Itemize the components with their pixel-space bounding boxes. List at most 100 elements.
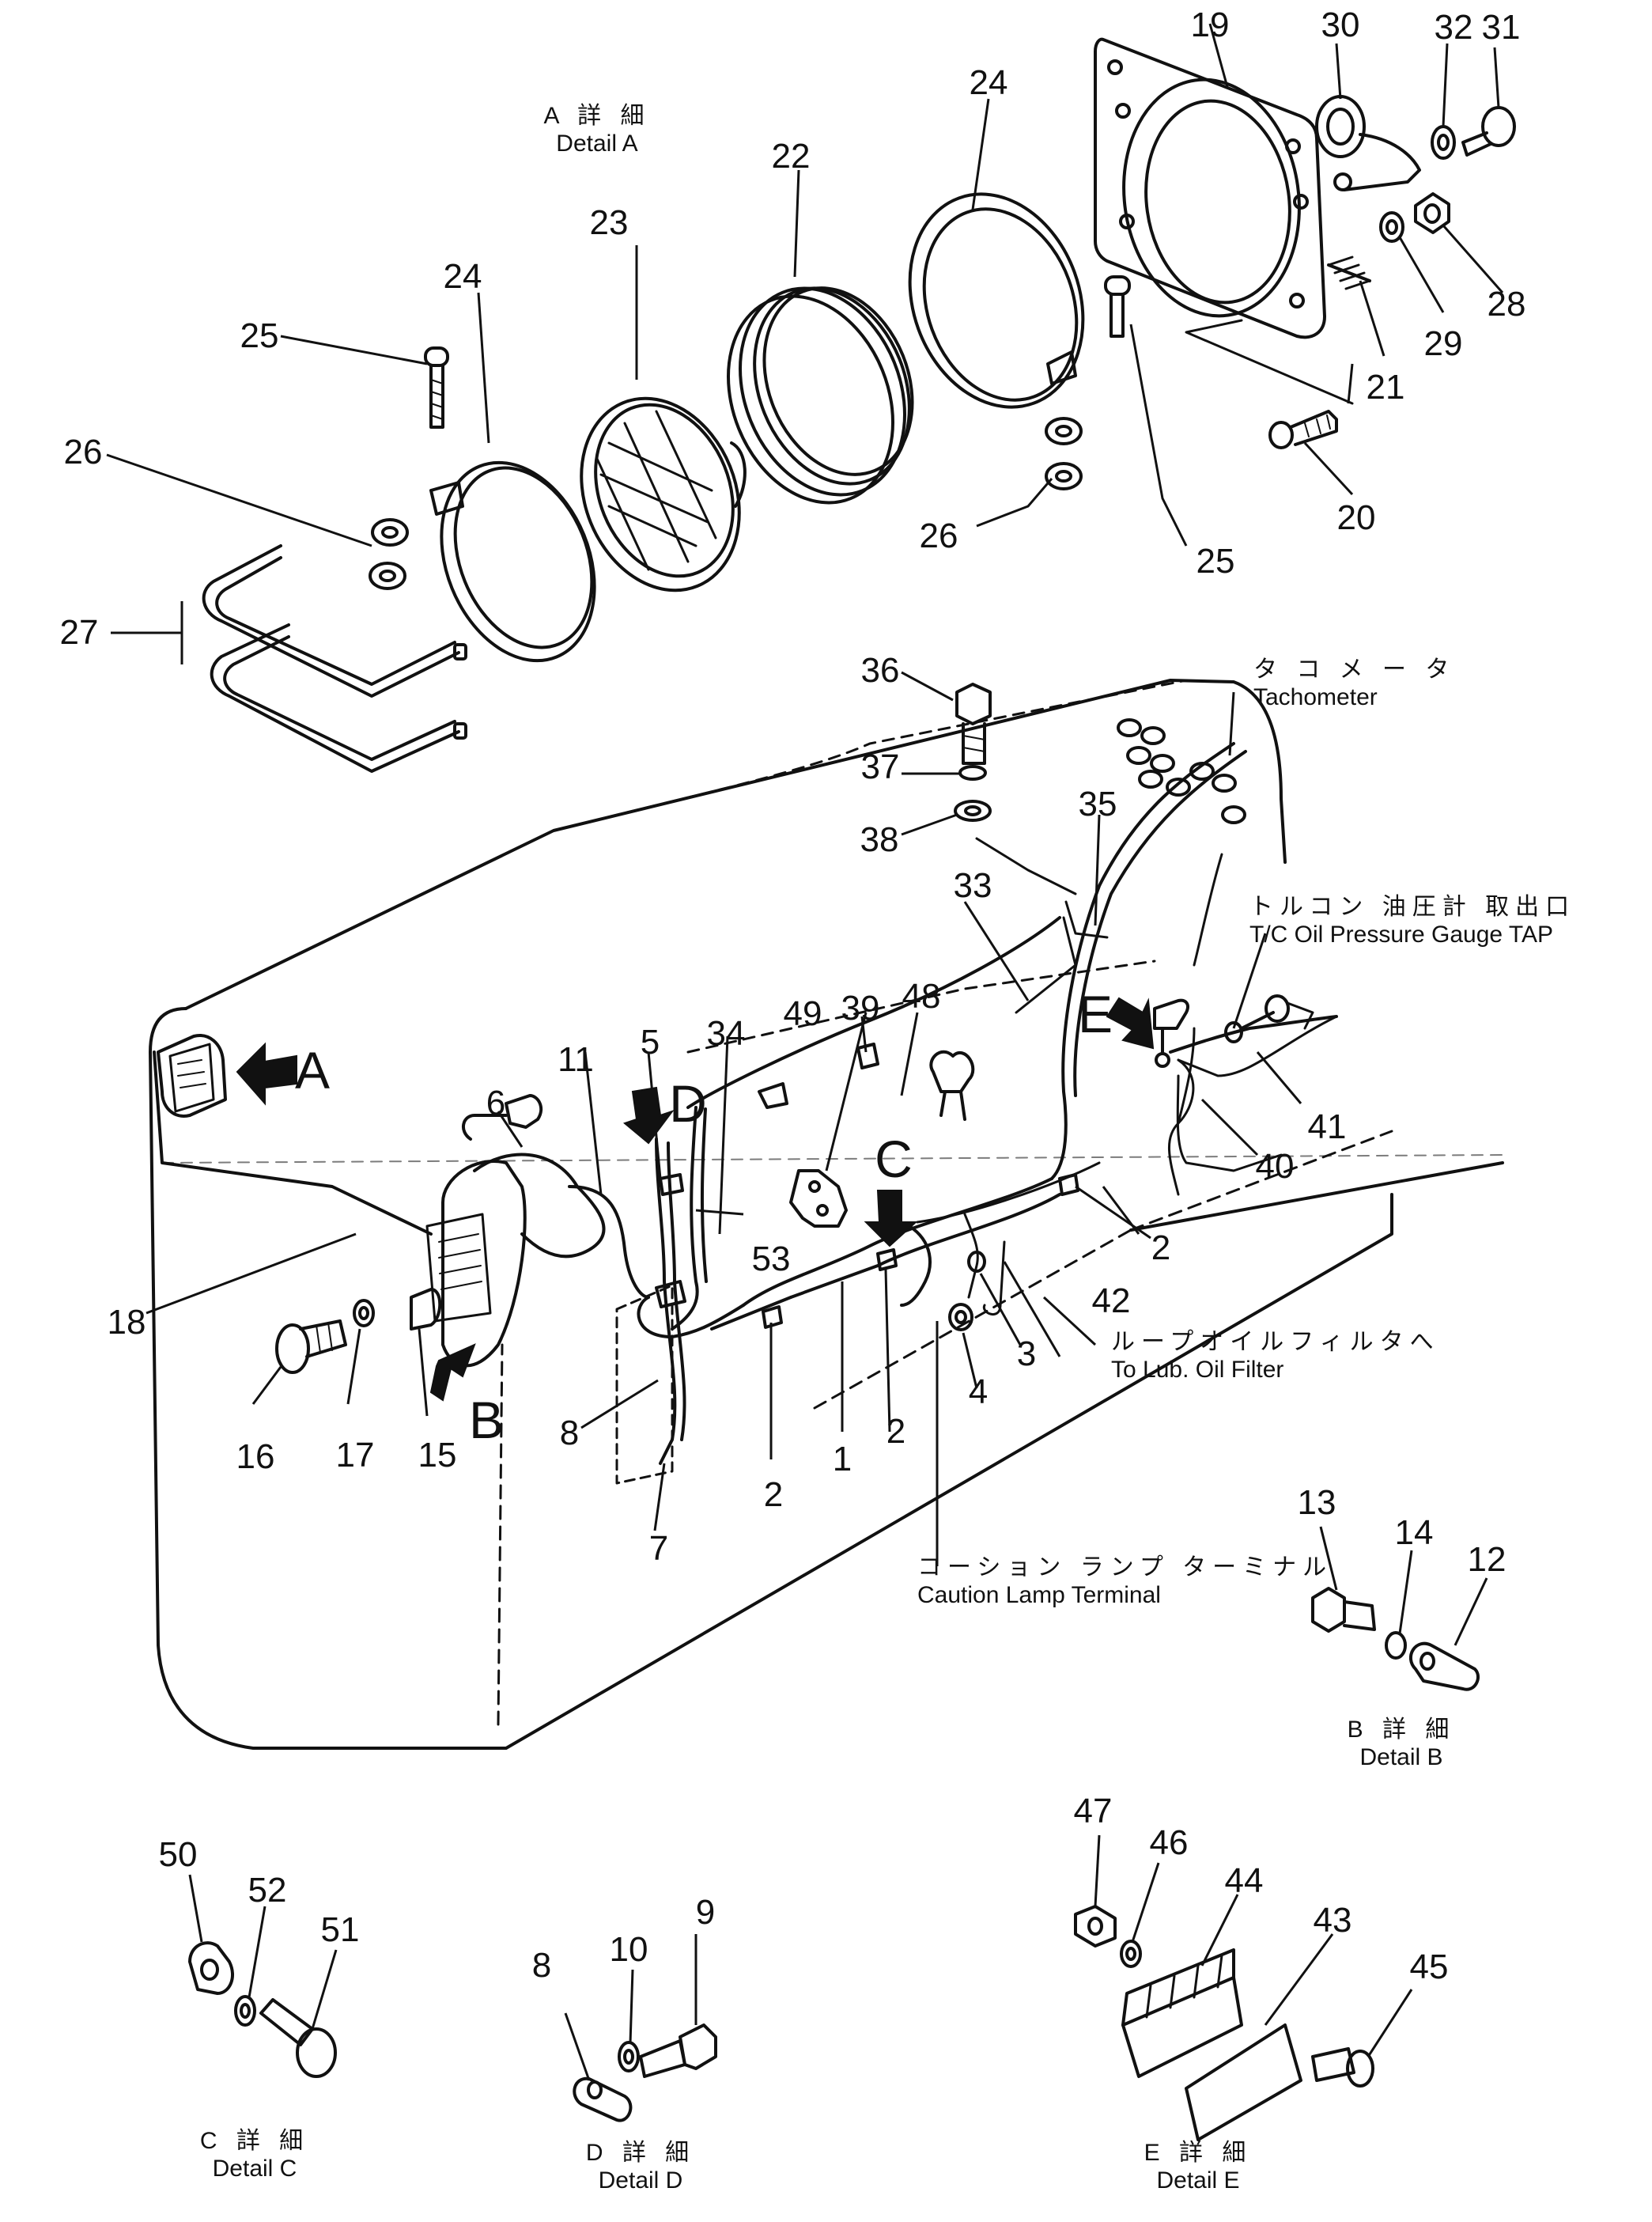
part-num-14: 14 [1394,1513,1434,1552]
part-num-46: 46 [1149,1823,1189,1862]
caption-detail-b-jp: B 詳 細 [1347,1717,1456,1743]
bracket-49 [789,1169,848,1228]
washer-17 [353,1299,375,1327]
arrow-c [864,1190,918,1247]
part-num-25: 25 [1196,542,1235,581]
leader-lines [106,23,1504,2081]
washer-37 [958,765,987,781]
part-num-35: 35 [1078,785,1117,823]
part-num-41: 41 [1307,1107,1347,1146]
bolt-16 [275,1319,347,1374]
part-num-2: 2 [886,1412,906,1451]
part-num-21: 21 [1366,368,1405,407]
part-num-40: 40 [1255,1147,1295,1186]
part-num-33: 33 [953,866,992,905]
part-num-32: 32 [1434,8,1473,47]
part-num-26: 26 [63,433,103,471]
clamp-8 [655,1280,686,1308]
bolt-36 [955,683,992,765]
cabin-body [149,679,1504,1750]
part-num-39: 39 [841,989,880,1028]
detail-marker-d: D [669,1074,707,1133]
part-num-29: 29 [1423,324,1463,363]
u-bolt-27 [202,544,467,773]
part-num-48: 48 [902,977,941,1016]
part-num-12: 12 [1467,1540,1506,1579]
part-num-13: 13 [1297,1483,1336,1522]
tachometer-cluster [1117,718,1246,824]
part-num-7: 7 [648,1529,669,1568]
part-num-42: 42 [1091,1281,1131,1320]
part-num-44: 44 [1224,1861,1264,1900]
lamp-unit-23 [580,396,747,592]
caption-tachometer-jp: タ コ メ ー タ [1253,657,1456,683]
caption-tachometer-en: Tachometer [1253,683,1378,710]
clamp-2-b [876,1248,898,1271]
dash-lamp-housing [425,1153,606,1368]
detail-marker-e: E [1077,985,1113,1043]
caption-detail-a-jp: A 詳 細 [543,103,651,129]
bezel-22 [727,286,914,505]
connector-e [1153,998,1189,1068]
caption-detail-a: A 詳 細 Detail A [543,103,650,157]
part-num-53: 53 [751,1240,791,1278]
caption-detail-e-en: Detail E [1156,2167,1240,2194]
caption-tachometer: タ コ メ ー タ Tachometer [1253,657,1455,711]
part-num-9: 9 [695,1893,716,1932]
part-num-18: 18 [107,1303,146,1342]
arrow-e [1106,997,1155,1050]
clamp-ring-24-right [908,192,1085,409]
washer-38 [954,800,992,822]
caption-detail-d-en: Detail D [598,2167,683,2194]
screw-31 [1461,106,1516,157]
part-num-8: 8 [531,1946,552,1985]
part-num-24: 24 [443,257,482,296]
caption-caution-lamp-jp: コーション ランプ ターミナル [917,1554,1333,1580]
caption-detail-d-jp: D 詳 細 [585,2140,696,2166]
part-num-27: 27 [59,613,99,652]
part-num-52: 52 [248,1871,287,1910]
part-num-38: 38 [860,820,899,859]
detail-arrows [236,997,1155,1402]
part-num-11: 11 [558,1040,594,1079]
socket-30 [1315,95,1421,191]
caption-detail-c: C 詳 細 Detail C [200,2128,309,2182]
caption-tc-gauge-en: T/C Oil Pressure Gauge TAP [1249,921,1554,948]
caption-detail-b: B 詳 細 Detail B [1348,1717,1456,1771]
caption-lub-filter-en: To Lub. Oil Filter [1111,1356,1284,1383]
caption-lub-filter: ループオイルフィルタへ To Lub. Oil Filter [1111,1329,1440,1384]
connector-a-housing [157,1034,227,1118]
part-num-31: 31 [1481,8,1521,47]
part-num-4: 4 [968,1372,989,1411]
part-num-36: 36 [860,651,900,690]
terminal-3 [967,1251,986,1273]
part-num-19: 19 [1190,6,1230,44]
spring-21 [1327,256,1371,290]
part-num-17: 17 [335,1436,375,1474]
arrow-a [236,1042,297,1106]
nuts-26-left [369,518,409,590]
detail-b-parts [1311,1587,1480,1691]
detail-marker-b: B [468,1391,505,1449]
tc-gauge-tap [1176,994,1314,1172]
caption-tc-gauge-jp: トルコン 油圧計 取出口 [1249,894,1576,920]
part-num-6: 6 [486,1084,506,1122]
bolt-25-right [1104,275,1131,338]
pin-20 [1268,410,1338,449]
caption-caution-lamp: コーション ランプ ターミナル Caution Lamp Terminal [917,1554,1333,1609]
part-num-1: 1 [832,1440,852,1478]
part-num-8: 8 [559,1414,580,1452]
part-num-34: 34 [706,1014,746,1053]
detail-d-parts [573,2023,717,2122]
part-num-45: 45 [1409,1948,1449,1986]
harness-wires [568,742,1338,1465]
clamp-2-c [1058,1173,1079,1196]
caption-caution-lamp-en: Caution Lamp Terminal [917,1581,1161,1608]
clamp-5 [659,1173,684,1196]
part-num-23: 23 [589,203,629,242]
part-num-5: 5 [640,1023,660,1062]
terminal-39 [758,1043,879,1109]
caption-detail-b-en: Detail B [1359,1743,1443,1770]
part-num-15: 15 [418,1436,457,1474]
